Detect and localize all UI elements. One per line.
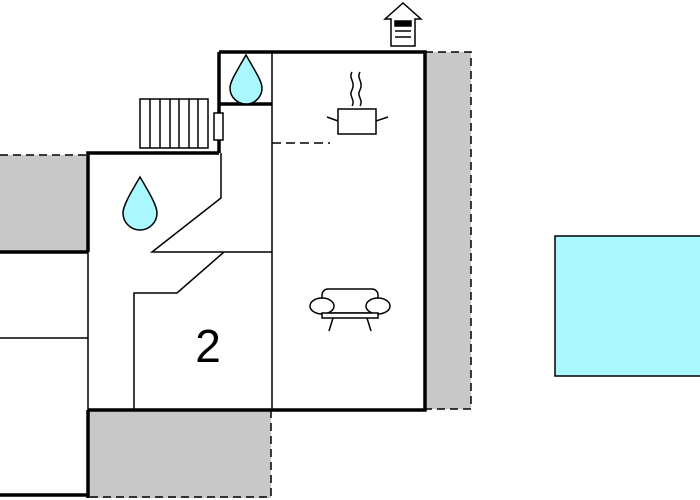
terrace-right <box>425 52 471 409</box>
door-frame <box>213 112 224 141</box>
terrace-right-edge <box>425 51 472 410</box>
terrace-left <box>0 155 88 252</box>
armchair-icon <box>309 288 391 332</box>
water-drop-icon <box>122 175 158 231</box>
water-drop-icon <box>229 53 263 105</box>
cooking-pot-icon <box>326 71 389 135</box>
interior-walls <box>0 52 330 410</box>
terrace-bottom-edge <box>89 410 272 498</box>
pool <box>554 235 700 377</box>
terraces <box>0 51 472 498</box>
chimney-icon <box>383 1 423 47</box>
room-number-label: 2 <box>195 320 221 372</box>
terrace-bottom <box>89 410 271 498</box>
radiator-icon <box>139 98 209 149</box>
